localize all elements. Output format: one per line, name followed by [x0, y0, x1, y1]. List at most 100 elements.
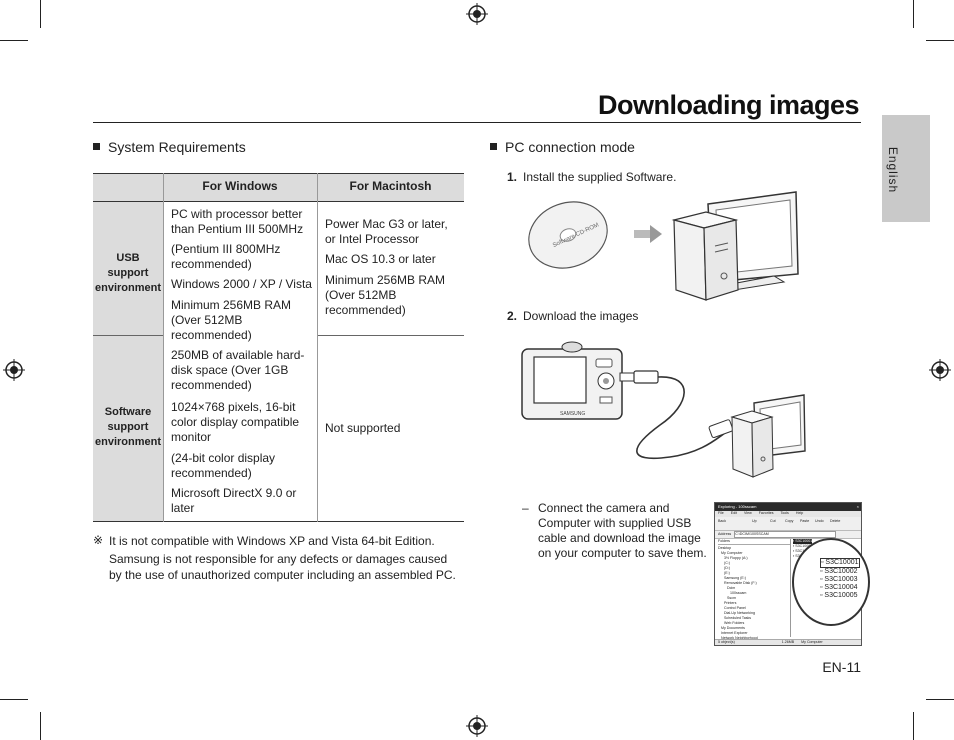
- tree-item[interactable]: My Documents: [721, 626, 745, 630]
- registration-mark-icon: [3, 359, 25, 381]
- folders-label: Folders: [718, 539, 790, 545]
- toolbar-copy-button[interactable]: Copy: [785, 519, 794, 523]
- note-disclaimer: Samsung is not responsible for any defec…: [109, 552, 456, 582]
- tree-item[interactable]: Scheduled Tasks: [724, 616, 752, 620]
- menu-view[interactable]: View: [744, 511, 752, 515]
- toolbar-delete-button[interactable]: Delete: [830, 519, 841, 523]
- tree-item[interactable]: Removable Disk (F:): [724, 581, 757, 585]
- table-rule: [317, 335, 464, 336]
- title-divider: [93, 122, 861, 123]
- crop-mark: [40, 0, 41, 28]
- file-item[interactable]: ▪ S3C10001: [793, 539, 813, 544]
- window-close-icon[interactable]: ×: [856, 504, 859, 509]
- menu-file[interactable]: File: [718, 511, 724, 515]
- tree-item[interactable]: Samsung (E:): [724, 576, 746, 580]
- desktop-computer-icon: [730, 394, 806, 478]
- magnified-file-item[interactable]: ▫ S3C10001: [820, 558, 860, 568]
- address-label: Address: [718, 532, 732, 536]
- step-2: 2.Download the images: [507, 309, 639, 323]
- registration-mark-icon: [929, 359, 951, 381]
- bullet-square-icon: [490, 143, 497, 150]
- page-title: Downloading images: [597, 90, 860, 120]
- table-rule: [93, 521, 464, 522]
- explorer-menu-bar: File Edit View Favorites Tools Help: [715, 511, 861, 517]
- crop-mark: [926, 40, 954, 41]
- windows-requirement: Microsoft DirectX 9.0 or later: [171, 486, 297, 515]
- section-heading-pc-connection: PC connection mode: [490, 139, 635, 155]
- explorer-title: Exploring - 100sscam: [718, 504, 757, 509]
- table-header-bg: [93, 173, 464, 201]
- explorer-toolbar: Back Up Cut Copy Paste Undo Delete: [715, 517, 861, 531]
- status-location: My Computer: [801, 640, 823, 644]
- tree-item[interactable]: Network Neighborhood: [721, 636, 758, 640]
- section-heading-system-requirements: System Requirements: [93, 139, 246, 155]
- note-compatibility: It is not compatible with Windows XP and…: [109, 534, 435, 548]
- table-rule: [163, 173, 164, 522]
- menu-edit[interactable]: Edit: [730, 511, 737, 515]
- magnified-file-item[interactable]: ▫ S3C10003: [820, 576, 858, 583]
- magnified-file-list: ▫ S3C10001▫ S3C10002▫ S3C10003▫ S3C10004…: [792, 538, 870, 626]
- page-number: EN-11: [822, 659, 861, 675]
- mac-requirement: Minimum 256MB RAM (Over 512MB recommende…: [325, 273, 446, 317]
- language-tab: [882, 115, 930, 222]
- crop-mark: [0, 699, 28, 700]
- digital-camera-icon: SAMSUNG: [521, 341, 623, 420]
- tree-item[interactable]: (E:): [724, 571, 730, 575]
- tree-item[interactable]: Web Folders: [724, 621, 745, 625]
- crop-mark: [913, 0, 914, 28]
- magnified-file-item[interactable]: ▫ S3C10005: [820, 592, 858, 599]
- mac-software-status: Not supported: [325, 421, 401, 435]
- tree-item[interactable]: 100sscam: [730, 591, 747, 595]
- address-input[interactable]: C:\DCIM\100SSCAM: [734, 531, 837, 538]
- menu-tools[interactable]: Tools: [780, 511, 789, 515]
- tree-item[interactable]: Desktop: [718, 546, 732, 550]
- toolbar-cut-button[interactable]: Cut: [770, 519, 776, 523]
- tree-item[interactable]: (D:): [724, 566, 730, 570]
- table-rule: [93, 335, 163, 336]
- table-side-bg: [93, 201, 163, 522]
- tree-item[interactable]: Internet Explorer: [721, 631, 748, 635]
- row-header-usb: USB support environment: [95, 252, 162, 294]
- menu-favorites[interactable]: Favorites: [758, 511, 774, 515]
- cd-rom-icon: Software CD-ROM: [528, 201, 608, 269]
- menu-help[interactable]: Help: [795, 511, 804, 515]
- explorer-address-bar: Address C:\DCIM\100SSCAM: [715, 531, 861, 539]
- explorer-status-bar: 5 object(s) 1.26MB My Computer: [715, 639, 861, 645]
- bullet-square-icon: [93, 143, 100, 150]
- magnified-file-item[interactable]: ▫ S3C10002: [820, 568, 858, 575]
- tree-item[interactable]: Sscm: [727, 596, 736, 600]
- file-item[interactable]: ▪ S3C10002: [793, 544, 813, 548]
- tree-item[interactable]: 3½ Floppy (A:): [724, 556, 748, 560]
- windows-requirement: Windows 2000 / XP / Vista: [171, 277, 312, 291]
- toolbar-undo-button[interactable]: Undo: [815, 519, 824, 523]
- registration-mark-icon: [466, 715, 488, 737]
- crop-mark: [40, 712, 41, 740]
- registration-mark-icon: [466, 3, 488, 25]
- toolbar-back-button[interactable]: Back: [718, 519, 726, 523]
- note-mark: ※: [93, 533, 104, 547]
- tree-item[interactable]: (C:): [724, 561, 730, 565]
- crop-mark: [913, 712, 914, 740]
- windows-requirement: (Pentium III 800MHz recommended): [171, 242, 281, 271]
- table-rule: [93, 173, 464, 174]
- column-header-windows: For Windows: [202, 179, 278, 193]
- mac-requirement: Mac OS 10.3 or later: [325, 252, 436, 266]
- toolbar-paste-button[interactable]: Paste: [800, 519, 810, 523]
- desktop-computer-icon: [671, 191, 799, 301]
- language-label: English: [886, 146, 900, 194]
- tree-item[interactable]: Control Panel: [724, 606, 746, 610]
- windows-requirement: 250MB of available hard-disk space (Over…: [171, 348, 305, 392]
- windows-requirement: PC with processor better than Pentium II…: [171, 207, 304, 236]
- magnified-files: ▫ S3C10001▫ S3C10002▫ S3C10003▫ S3C10004…: [820, 558, 860, 600]
- toolbar-up-button[interactable]: Up: [752, 519, 757, 523]
- camera-connection-illustration: SAMSUNG: [521, 341, 806, 478]
- tree-item[interactable]: My Computer: [721, 551, 743, 555]
- magnified-file-item[interactable]: ▫ S3C10004: [820, 584, 858, 591]
- table-rule: [317, 173, 318, 522]
- tree-item[interactable]: Dial-Up Networking: [724, 611, 755, 615]
- tree-item[interactable]: Dcim: [727, 586, 736, 590]
- windows-requirement: 1024×768 pixels, 16-bit color display co…: [171, 400, 300, 444]
- tree-item[interactable]: Printers: [724, 601, 737, 605]
